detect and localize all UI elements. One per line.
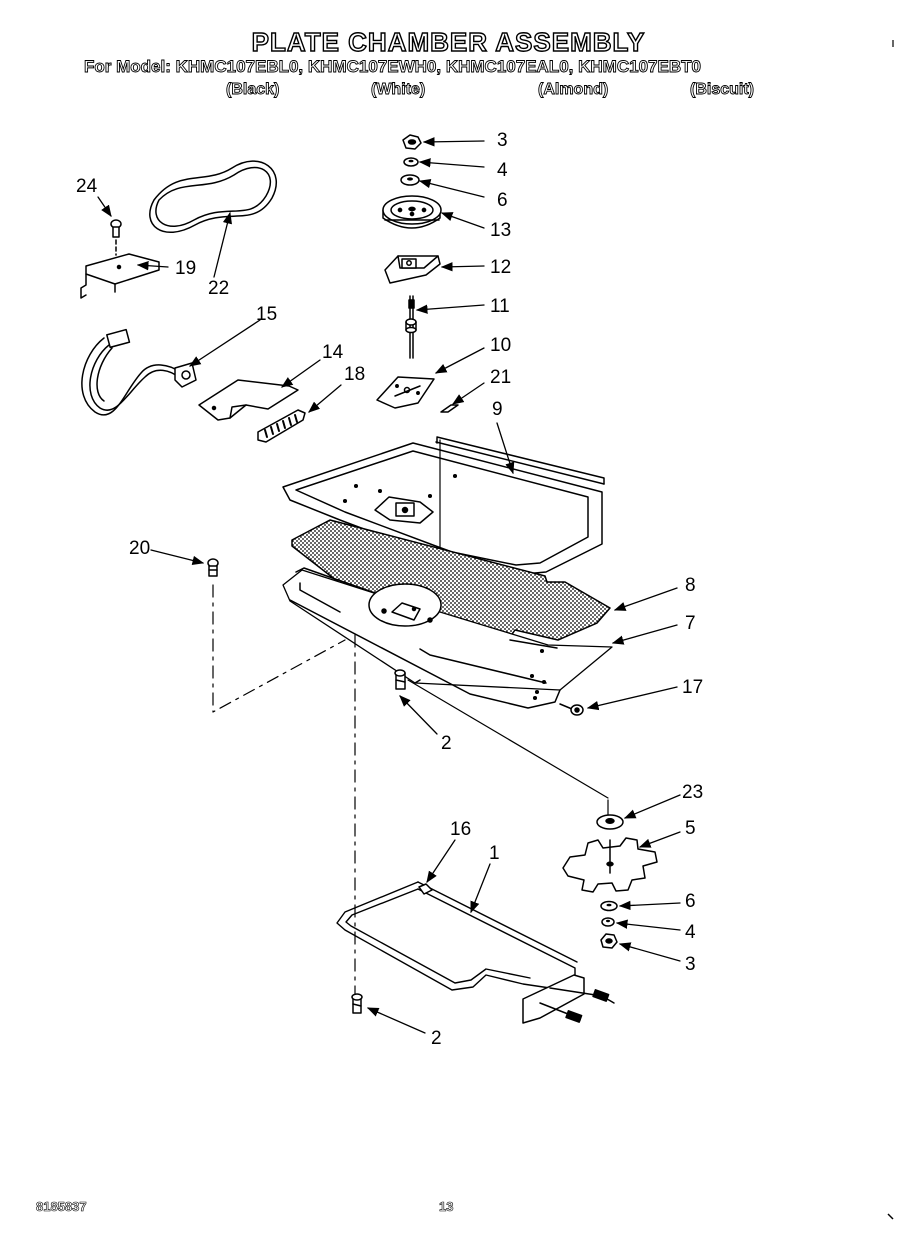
model-number: KHMC107EBT0 (578, 57, 702, 77)
color-label-biscuit: (Biscuit) (690, 81, 755, 99)
callout-label: 9 (492, 399, 503, 420)
model-prefix: For Model: (84, 57, 172, 77)
callout-label: 3 (685, 954, 696, 975)
callout-label: 20 (129, 538, 150, 559)
part-wire-harness (81, 328, 197, 416)
part-clip (440, 404, 459, 413)
callout-label: 21 (490, 367, 511, 388)
part-nut-bottom (600, 933, 618, 949)
callout-label: 11 (490, 296, 510, 317)
part-side-bracket (198, 379, 299, 421)
model-number: KHMC107EAL0, (445, 57, 574, 77)
color-label-black: (Black) (226, 81, 280, 99)
part-heating-element (336, 881, 615, 1024)
callout-label: 24 (76, 176, 98, 197)
callout-label: 4 (497, 160, 508, 181)
part-mount-plate (376, 376, 435, 409)
part-screw-side (559, 703, 584, 716)
callout-label: 13 (490, 220, 511, 241)
assembly-dash-line (212, 584, 346, 713)
callout-label: 3 (497, 130, 508, 151)
callout-label: 6 (497, 190, 508, 211)
color-label-white: (White) (371, 81, 426, 99)
part-pulley (382, 195, 442, 229)
callout-label: 7 (685, 613, 696, 634)
part-plate-chamber (282, 436, 605, 576)
callout-label: 10 (490, 335, 511, 356)
part-drive-belt (149, 160, 278, 234)
part-screw-lower (351, 993, 363, 1014)
part-screw-left (207, 558, 219, 577)
part-coupler (562, 837, 658, 893)
part-vent-grille (257, 409, 306, 443)
model-list: For Model: KHMC107EBL0, KHMC107EWH0, KHM… (84, 57, 702, 77)
callout-label: 5 (685, 818, 696, 839)
part-spacer-washer (596, 814, 624, 830)
part-element-clip (418, 883, 433, 895)
callout-label: 8 (685, 575, 696, 596)
callout-label: 17 (682, 677, 703, 698)
callout-label: 23 (682, 782, 703, 803)
assembly-line (407, 679, 609, 799)
callout-label: 12 (490, 257, 511, 278)
page-number: 13 (439, 1199, 454, 1215)
callout-label: 4 (685, 922, 696, 943)
part-nut-top (402, 134, 422, 150)
callout-label: 14 (322, 342, 344, 363)
callout-label: 2 (441, 733, 452, 754)
callout-label: 15 (256, 304, 277, 325)
model-number: KHMC107EWH0, (307, 57, 442, 77)
document-number: 8185837 (36, 1199, 87, 1215)
color-label-almond: (Almond) (538, 81, 609, 99)
model-number: KHMC107EBL0, (175, 57, 304, 77)
part-drive-shaft (405, 295, 417, 359)
part-motor-bracket (384, 255, 441, 284)
part-bracket (80, 253, 160, 299)
callout-label: 6 (685, 891, 696, 912)
part-screw-upper (394, 669, 406, 690)
callout-label: 19 (175, 258, 196, 279)
part-lower-plate (282, 567, 613, 709)
callout-label: 22 (208, 278, 229, 299)
page-title: PLATE CHAMBER ASSEMBLY (251, 26, 646, 57)
callout-label: 16 (450, 819, 471, 840)
callout-label: 18 (344, 364, 365, 385)
callout-labels: 3 4 6 13 12 11 10 21 9 24 19 22 15 14 18… (76, 130, 703, 1049)
part-screw-bracket (110, 219, 122, 256)
callout-label: 1 (489, 843, 500, 864)
callout-label: 2 (431, 1028, 442, 1049)
